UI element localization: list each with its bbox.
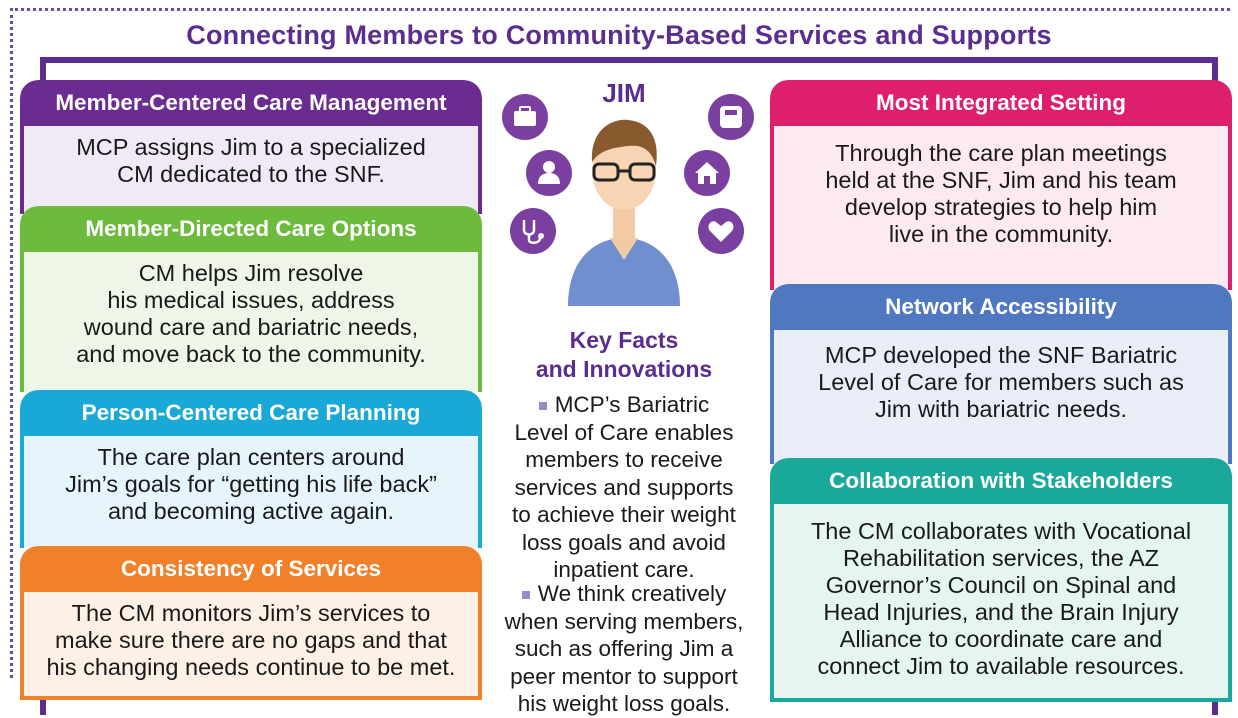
bullet-line: loss goals and avoid [522, 529, 726, 555]
card-line: and becoming active again. [107, 498, 395, 524]
card-line: Jim with bariatric needs. [874, 396, 1128, 422]
card-line: MCP developed the SNF Bariatric [824, 342, 1178, 368]
card-member-centered-care-management: Member-Centered Care Management MCP assi… [20, 80, 482, 214]
briefcase-icon [502, 94, 548, 140]
person-name: JIM [602, 78, 646, 108]
card-line: CM dedicated to the SNF. [117, 161, 385, 187]
card-line: and move back to the community. [76, 341, 426, 367]
card-line: MCP assigns Jim to a specialized [76, 134, 426, 160]
card-line: Head Injuries, and the Brain Injury [823, 599, 1179, 625]
card-body: The CM collaborates with Vocational Reha… [770, 504, 1232, 702]
card-body: The CM monitors Jim’s services to make s… [20, 592, 482, 700]
card-network-accessibility: Network Accessibility MCP developed the … [770, 284, 1232, 464]
card-heading: Member-Directed Care Options [20, 206, 482, 252]
bullet-line: members to receive [525, 447, 723, 472]
card-line: his medical issues, address [107, 287, 395, 313]
card-line: connect Jim to available resources. [817, 653, 1185, 679]
frame-bar-top [40, 57, 1218, 63]
bullet-text: We think creatively [537, 581, 727, 606]
scale-icon [708, 94, 754, 140]
bullet-line: when serving members, [504, 608, 744, 634]
card-line: Jim’s goals for “getting his life back” [65, 471, 437, 497]
card-heading: Most Integrated Setting [770, 80, 1232, 126]
card-heading: Collaboration with Stakeholders [770, 458, 1232, 504]
page-title: Connecting Members to Community-Based Se… [186, 20, 1052, 50]
home-icon [684, 150, 730, 196]
center-column: JIM Key Facts and Innovations MCP’s Bari… [486, 70, 762, 718]
card-consistency-of-services: Consistency of Services The CM monitors … [20, 546, 482, 700]
bullet-line: peer mentor to support [510, 663, 738, 689]
key-facts-line: Key Facts [569, 327, 679, 353]
bullet-line: such as offering Jim a [514, 636, 734, 661]
key-fact-bullet: MCP’s Bariatric Level of Care enables me… [490, 391, 758, 584]
card-line: held at the SNF, Jim and his team [825, 167, 1177, 193]
card-heading: Network Accessibility [770, 284, 1232, 330]
card-line: Through the care plan meetings [835, 140, 1167, 166]
card-body: MCP developed the SNF Bariatric Level of… [770, 330, 1232, 464]
card-body: The care plan centers around Jim’s goals… [20, 436, 482, 548]
bullet-square-icon [538, 402, 547, 411]
card-line: his changing needs continue to be met. [46, 654, 456, 680]
key-facts-heading: Key Facts and Innovations [486, 326, 762, 384]
card-line: make sure there are no gaps and that [55, 627, 447, 653]
key-fact-bullet: We think creatively when serving members… [490, 580, 758, 718]
card-member-directed-care-options: Member-Directed Care Options CM helps Ji… [20, 206, 482, 392]
frame-bar-bottom-right [1212, 698, 1218, 715]
card-body: MCP assigns Jim to a specialized CM dedi… [20, 126, 482, 214]
card-heading: Member-Centered Care Management [20, 80, 482, 126]
person-avatar-icon [568, 119, 680, 306]
bullet-line: to achieve their weight [512, 502, 736, 527]
frame-bar-left [40, 57, 46, 85]
card-body: CM helps Jim resolve his medical issues,… [20, 252, 482, 392]
bullet-line: services and supports [514, 474, 734, 500]
stethoscope-icon [510, 208, 556, 254]
card-line: Alliance to coordinate care and [839, 626, 1163, 652]
handshake-heart-icon [698, 208, 744, 254]
key-facts-line: and Innovations [535, 356, 713, 382]
card-line: The care plan centers around [97, 444, 405, 470]
card-line: develop strategies to help him [844, 194, 1158, 220]
bullet-line: Level of Care enables [514, 419, 734, 445]
bullet-line: We think creatively [490, 580, 758, 608]
bullet-line: his weight loss goals. [517, 691, 731, 716]
card-line: live in the community. [888, 221, 1114, 247]
card-line: Rehabilitation services, the AZ [842, 545, 1160, 571]
bullet-line: MCP’s Bariatric [490, 391, 758, 419]
card-heading: Consistency of Services [20, 546, 482, 592]
card-line: wound care and bariatric needs, [83, 314, 419, 340]
bullet-text: MCP’s Bariatric [554, 392, 710, 417]
card-line: Level of Care for members such as [818, 369, 1184, 395]
frame-bar-right [1212, 57, 1218, 85]
card-line: Governor’s Council on Spinal and [825, 572, 1177, 598]
card-most-integrated-setting: Most Integrated Setting Through the care… [770, 80, 1232, 290]
card-line: CM helps Jim resolve [138, 260, 364, 286]
card-line: The CM monitors Jim’s services to [71, 600, 431, 626]
card-body: Through the care plan meetings held at t… [770, 126, 1232, 290]
card-line: The CM collaborates with Vocational [810, 518, 1192, 544]
bullet-square-icon [521, 591, 530, 600]
dotted-border-top [10, 8, 1230, 11]
person-icon [526, 150, 572, 196]
card-person-centered-care-planning: Person-Centered Care Planning The care p… [20, 390, 482, 548]
bullet-line: inpatient care. [553, 557, 695, 582]
frame-bar-bottom-left [40, 698, 46, 715]
card-collaboration-with-stakeholders: Collaboration with Stakeholders The CM c… [770, 458, 1232, 702]
card-heading: Person-Centered Care Planning [20, 390, 482, 436]
dotted-border-left [10, 8, 13, 678]
